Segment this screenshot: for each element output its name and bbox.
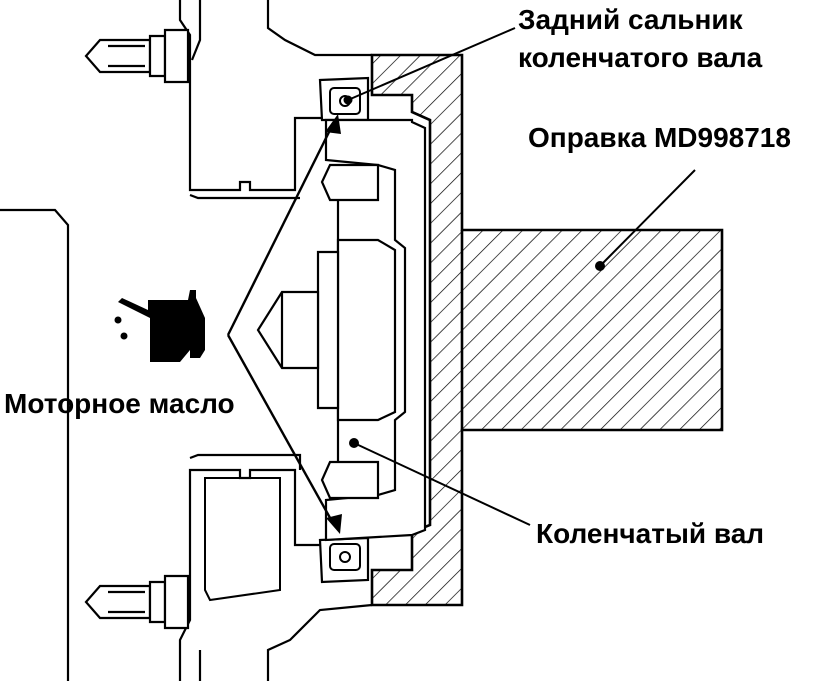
arrowhead-top-seal	[325, 114, 341, 134]
crankshaft-body	[256, 118, 427, 542]
label-rear-seal-line2: коленчатого вала	[518, 42, 763, 73]
rear-seal-leader	[347, 27, 516, 101]
rear-seal-bottom	[329, 543, 361, 571]
crankshaft-leader	[353, 442, 531, 526]
arrowhead-bottom-seal	[326, 514, 342, 534]
label-engine-oil: Моторное масло	[4, 388, 235, 419]
rear-seal-leader-dot	[343, 95, 353, 105]
label-crankshaft: Коленчатый вал	[536, 518, 765, 549]
upper-bolt	[84, 28, 190, 84]
lower-bolt	[84, 574, 190, 630]
mandrel-leader	[599, 169, 696, 267]
crankshaft-leader-dot	[349, 438, 359, 448]
oil-can-icon	[114, 290, 205, 362]
engine-oil-pointer	[226, 121, 336, 526]
lower-housing-pocket	[204, 477, 281, 602]
label-mandrel: Оправка MD998718	[528, 122, 791, 153]
label-rear-seal-line1: Задний сальник	[518, 4, 743, 35]
mandrel-leader-dot	[595, 261, 605, 271]
